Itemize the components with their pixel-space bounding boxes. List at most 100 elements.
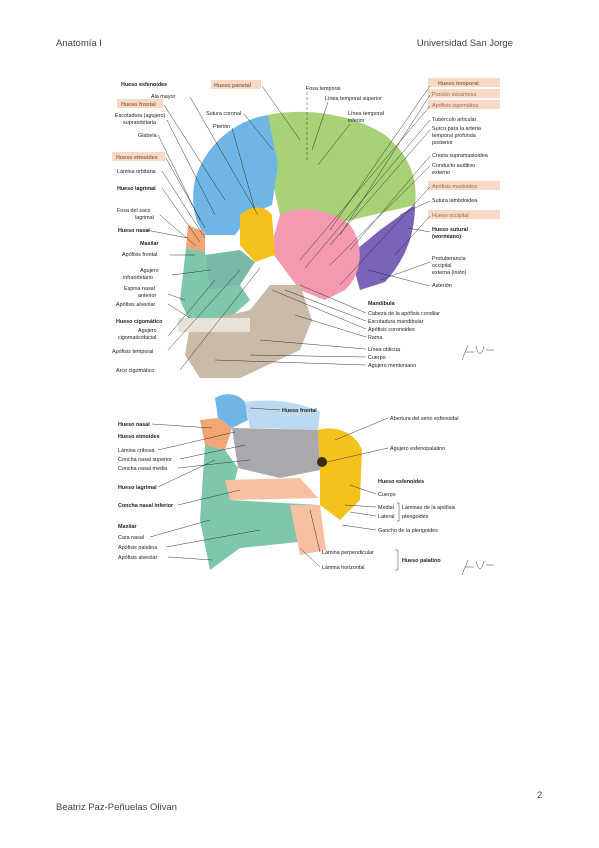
label: Protuberancia <box>432 256 466 262</box>
zygomatic-bone <box>200 250 255 290</box>
label: anterior <box>138 293 156 299</box>
label: lagrimal <box>135 215 154 221</box>
frontal-bone-region <box>245 400 320 430</box>
label: Surco para la arteria <box>432 126 481 132</box>
label: Apófisis alveolar <box>118 555 157 561</box>
leader-lines-left-fig1 <box>145 96 261 371</box>
occipital-bone <box>350 205 415 290</box>
label: Fosa del saco <box>117 208 151 214</box>
label: Hueso sutural <box>432 227 468 233</box>
label: externa (inión) <box>432 270 467 276</box>
label: Medial <box>378 505 394 511</box>
label: Tubérculo articular <box>432 117 477 123</box>
artist-signature <box>461 344 494 361</box>
label: supraorbitaria <box>123 120 156 126</box>
label: Arco cigomático <box>116 368 154 374</box>
label: Hueso esfenoides <box>378 479 424 485</box>
leader-lines-top-fig1 <box>231 85 351 211</box>
label: Hueso esfenoides <box>121 82 167 88</box>
label: Apófisis alveolar <box>116 302 155 308</box>
maxilla-bone <box>180 248 250 322</box>
label: Hueso parietal <box>214 83 252 89</box>
maxilla-medial <box>200 445 320 570</box>
label: Lámina perpendicular <box>322 550 374 556</box>
label: Cara nasal <box>118 535 144 541</box>
inferior-concha <box>225 478 318 500</box>
label: Hueso temporal <box>438 81 479 87</box>
label: Hueso palatino <box>402 558 441 564</box>
label: (wormiano) <box>432 234 461 240</box>
label: Hueso frontal <box>121 102 156 108</box>
label: Hueso cigomático <box>116 319 163 325</box>
label: Hueso lagrimal <box>117 186 156 192</box>
label: Hueso nasal <box>118 422 150 428</box>
leader-lines-right-fig1 <box>299 85 431 287</box>
label: Sutura coronal <box>206 111 241 117</box>
label: infraorbitario <box>123 275 153 281</box>
figure-skull-lateral: Hueso esfenoides Ala mayor Hueso frontal… <box>112 78 500 378</box>
label: Porción escamosa <box>432 92 476 98</box>
label: Concha nasal superior <box>118 457 172 463</box>
label: Maxilar <box>140 241 159 247</box>
highlight-box <box>117 99 163 108</box>
highlight-box <box>428 78 500 87</box>
label: Lámina horizontal <box>322 565 365 571</box>
highlight-box <box>112 152 165 161</box>
label: Asterión <box>432 283 452 289</box>
label: Cuerpo <box>368 355 386 361</box>
label: Sutura lambdoidea <box>432 198 477 204</box>
label: Hueso etmoides <box>118 434 160 440</box>
label: Glabela <box>138 133 157 139</box>
label: Espina nasal <box>124 286 155 292</box>
label: Cuerpo <box>378 492 396 498</box>
nasal-bone-medial <box>200 418 232 450</box>
label: Agujero mentoniano <box>368 363 416 369</box>
page-number: 2 <box>537 790 543 801</box>
label: Agujero <box>138 328 157 334</box>
figure-nasal-cavity: Hueso nasal Hueso etmoides Lámina cribos… <box>118 394 494 576</box>
labels-left-fig1: Hueso esfenoides Ala mayor Hueso frontal… <box>112 82 175 374</box>
label: temporal profunda <box>432 133 476 139</box>
label: posterior <box>432 140 453 146</box>
label: Maxilar <box>118 524 137 530</box>
label: Cresta supramastoidea <box>432 153 488 159</box>
label: Escotadura mandibular <box>368 319 424 325</box>
label: Gancho de la pterigoides <box>378 528 438 534</box>
label: Hueso lagrimal <box>118 485 157 491</box>
label: Abertura del seno esfenoidal <box>390 416 459 422</box>
label: Apófisis frontal <box>122 252 157 258</box>
label: Láminas de la apófisis <box>402 505 456 511</box>
label: Línea oblicua <box>368 347 400 353</box>
label: Rama <box>368 335 382 341</box>
label: Concha nasal inferior <box>118 503 174 509</box>
label: occipital <box>432 263 451 269</box>
label: Apófisis mastoides <box>432 184 477 190</box>
sphenoid-bone-medial <box>318 428 362 520</box>
label: Hueso occipital <box>432 213 469 219</box>
sphenoid-bone <box>240 207 275 262</box>
teeth <box>178 318 250 332</box>
palatine-bone <box>290 505 326 555</box>
label: Ala mayor <box>151 94 175 100</box>
label: inferior <box>348 118 365 124</box>
label: Conducto auditivo <box>432 163 475 169</box>
ethmoid-bone <box>232 428 320 478</box>
leader-lines-bottom-fig1 <box>214 284 367 366</box>
label: Lateral <box>378 514 394 520</box>
frontal-bone-medial <box>215 394 248 428</box>
highlight-box <box>428 89 500 98</box>
labels-bottom-fig1: Mandíbula Cabeza de la apófisis condilar… <box>368 301 440 369</box>
label: Hueso nasal <box>118 228 150 234</box>
label: Escotadura (agujero) <box>115 113 166 119</box>
label: Línea temporal superior <box>325 96 382 102</box>
label: Concha nasal media <box>118 466 167 472</box>
highlight-box <box>428 181 500 190</box>
header-course-title: Anatomía I <box>56 38 102 49</box>
label: Hueso frontal <box>282 408 317 414</box>
frontal-bone <box>193 115 278 235</box>
label: Agujero <box>140 268 159 274</box>
labels-right-fig2: Hueso frontal Abertura del seno esfenoid… <box>282 408 459 571</box>
temporal-bone <box>270 209 360 300</box>
highlight-box <box>428 210 500 219</box>
